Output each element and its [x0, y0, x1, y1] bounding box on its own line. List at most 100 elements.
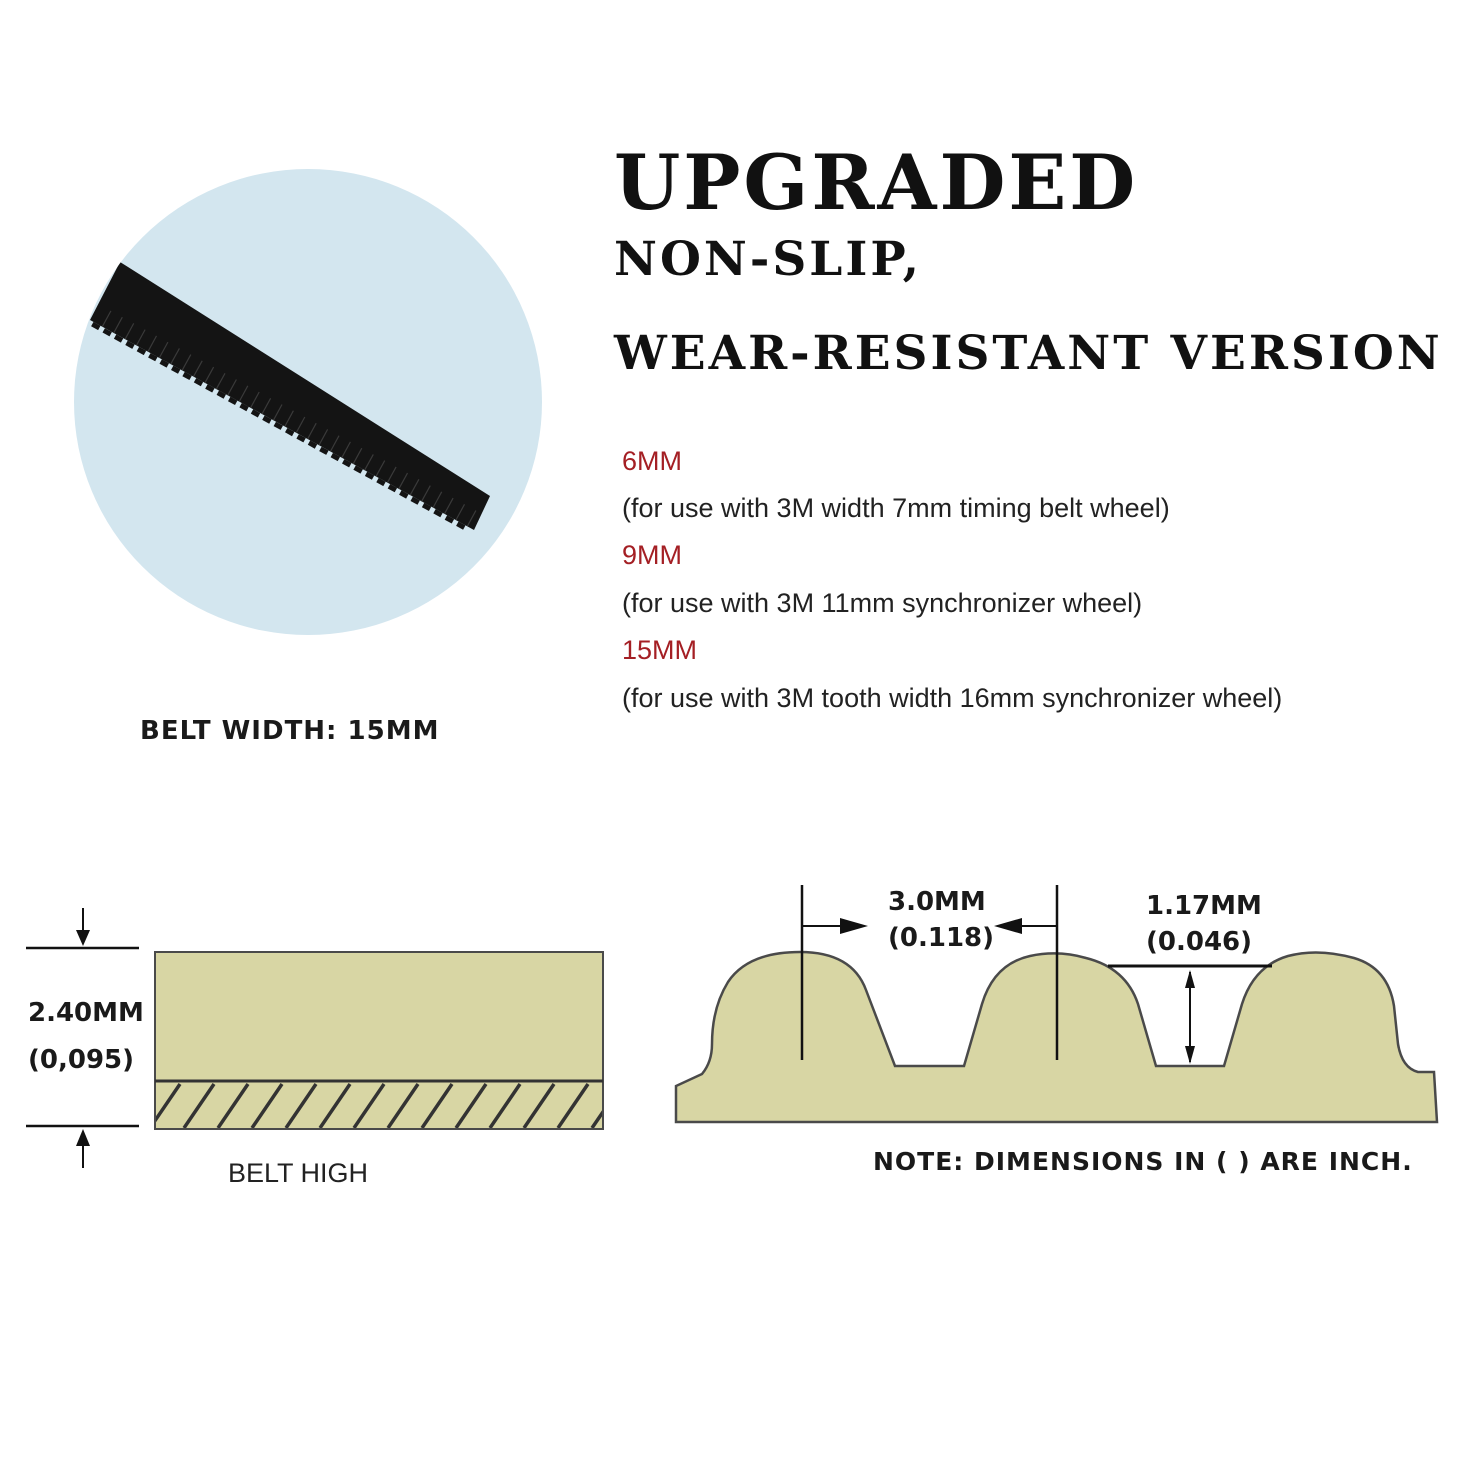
belt-tooth: [193, 378, 204, 387]
heading-wear-resistant: WEAR-RESISTANT VERSION: [614, 326, 1443, 381]
belt-tooth: [228, 396, 238, 405]
hatch-line: [182, 1083, 216, 1128]
belt-tooth: [273, 421, 283, 430]
belt-width-caption: BELT WIDTH: 15MM: [140, 716, 440, 746]
belt-section-hatching: [156, 1083, 602, 1128]
belt-tooth: [205, 384, 215, 393]
belt-tooth: [148, 353, 158, 362]
hatch-line: [284, 1083, 318, 1128]
depth-value-mm: 1.17MM: [1146, 891, 1262, 921]
height-arrow-top-head: [76, 930, 90, 946]
belt-tooth: [433, 509, 443, 518]
belt-tooth: [250, 409, 261, 418]
belt-tooth: [456, 521, 466, 530]
hatch-line: [590, 1110, 602, 1128]
belt-tooth: [125, 340, 135, 349]
height-value-inch: (0,095): [28, 1045, 135, 1075]
pitch-value-inch: (0.118): [888, 923, 995, 953]
belt-tooth-groove: [398, 472, 409, 490]
belt-tooth: [376, 477, 386, 487]
belt-tooth-groove: [295, 416, 306, 434]
depth-value-inch: (0.046): [1146, 927, 1253, 957]
belt-tooth: [319, 446, 329, 455]
spec-desc-15mm: (for use with 3M tooth width 16mm synchr…: [622, 683, 1283, 713]
belt-tooth: [307, 440, 318, 449]
belt-tooth-groove: [124, 323, 135, 340]
belt-tooth-groove: [421, 485, 431, 502]
belt-tooth-groove: [375, 460, 386, 477]
belt-tooth-groove: [192, 360, 203, 377]
belt-tooth-groove: [284, 410, 294, 427]
belt-tooth: [239, 403, 249, 412]
hatch-line: [216, 1083, 250, 1128]
belt-tooth-groove: [238, 385, 249, 402]
belt-tooth-groove: [181, 354, 192, 371]
belt-tooth: [421, 502, 432, 511]
hatch-line: [156, 1083, 182, 1123]
belt-tooth-groove: [204, 366, 215, 384]
belt-tooth-groove: [170, 348, 180, 365]
spec-size-6mm: 6MM: [622, 446, 682, 476]
hatch-line: [556, 1083, 590, 1128]
pitch-value-mm: 3.0MM: [888, 887, 986, 917]
belt-tooth: [444, 515, 455, 524]
belt-section-body: [154, 951, 604, 1130]
belt-tooth-groove: [158, 341, 169, 359]
belt-teeth: [91, 310, 477, 530]
height-value-mm: 2.40MM: [28, 998, 144, 1028]
belt-tooth: [91, 321, 101, 331]
height-arrow-bottom-head: [76, 1129, 90, 1146]
belt-tooth-groove: [227, 379, 237, 396]
belt-tooth: [136, 346, 147, 356]
depth-arrow-bottom-head: [1185, 1046, 1195, 1064]
heading-non-slip: NON-SLIP,: [614, 232, 922, 287]
belt-tooth-groove: [329, 435, 340, 452]
hatch-line: [420, 1083, 454, 1128]
belt-tooth-groove: [364, 454, 374, 471]
hatch-line: [522, 1083, 556, 1128]
spec-desc-6mm: (for use with 3M width 7mm timing belt w…: [622, 493, 1170, 523]
belt-high-caption: BELT HIGH: [228, 1158, 369, 1188]
belt-tooth-groove: [443, 497, 454, 515]
pitch-arrow-right-head: [994, 918, 1022, 934]
belt-tooth: [330, 452, 341, 462]
belt-tooth: [387, 484, 398, 493]
heading-upgraded: UPGRADED: [614, 138, 1139, 227]
belt-tooth: [182, 371, 192, 380]
belt-strip: [90, 262, 490, 530]
belt-tooth-groove: [432, 491, 443, 508]
pitch-arrow-left-head: [840, 918, 868, 934]
belt-tooth: [285, 428, 295, 437]
belt-tooth-groove: [466, 510, 477, 527]
belt-tooth-groove: [135, 329, 146, 346]
belt-tooth-groove: [352, 447, 363, 465]
belt-tooth: [216, 390, 226, 399]
belt-tooth: [262, 415, 272, 424]
belt-tooth-groove: [215, 373, 226, 390]
belt-tooth: [353, 465, 363, 474]
hatch-line: [454, 1083, 488, 1128]
belt-tooth-groove: [386, 466, 397, 483]
belt-tooth-groove: [455, 504, 466, 521]
belt-tooth: [159, 359, 169, 368]
spec-size-15mm: 15MM: [622, 635, 698, 665]
belt-tooth: [342, 459, 352, 468]
spec-size-9mm: 9MM: [622, 540, 682, 570]
belt-tooth-groove: [272, 404, 283, 421]
hatch-line: [250, 1083, 284, 1128]
belt-tooth: [296, 434, 306, 443]
spec-desc-9mm: (for use with 3M 11mm synchronizer wheel…: [622, 588, 1143, 618]
belt-tooth-groove: [250, 391, 260, 409]
hatch-line: [318, 1083, 352, 1128]
belt-tooth-groove: [147, 335, 158, 352]
belt-tooth-groove: [318, 429, 329, 446]
belt-tooth-groove: [307, 422, 317, 440]
hatch-line: [352, 1083, 386, 1128]
belt-tooth: [171, 365, 181, 374]
belt-tooth: [364, 471, 375, 480]
hatch-line: [386, 1083, 420, 1128]
